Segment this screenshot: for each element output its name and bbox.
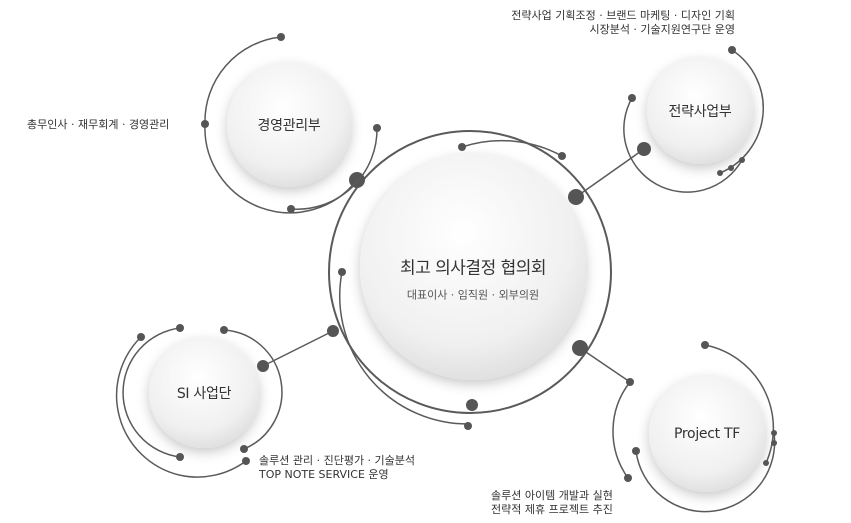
- strategy-desc-line-2: 시장분석 · 기술지원연구단 운영: [589, 23, 735, 36]
- dot-project-left: [632, 447, 640, 455]
- center-ball: [360, 154, 586, 380]
- dot-si-connector: [257, 360, 269, 372]
- si-desc-line-2: TOP NOTE SERVICE 운영: [259, 468, 389, 481]
- center-inner-arc-top: [461, 139, 563, 157]
- project-desc-line-2: 전략적 제휴 프로젝트 추진: [491, 503, 613, 516]
- project-label: Project TF: [674, 426, 740, 442]
- dot-project-bottom: [624, 474, 632, 482]
- dot-center-lower-right: [572, 340, 588, 356]
- dot-management-right: [373, 124, 381, 132]
- dot-si-right-top: [220, 326, 228, 334]
- si-desc: 솔루션 관리 · 진단평가 · 기술분석 TOP NOTE SERVICE 운영: [259, 454, 415, 482]
- strategy-desc: 전략사업 기획조정 · 브랜드 마케팅 · 디자인 기획 시장분석 · 기술지원…: [511, 9, 735, 37]
- management-node: [201, 33, 381, 214]
- dot-strategy-connector: [637, 142, 651, 156]
- dot-strategy-left: [628, 94, 636, 102]
- center-node-label: 최고 의사결정 협의회 대표이사 · 임직원 · 외부의원: [399, 254, 547, 303]
- project-inner-arc-left: [612, 381, 631, 479]
- center-outer-ring: [328, 130, 612, 414]
- connector-si: [262, 330, 334, 367]
- dot-center-bottom: [466, 399, 478, 411]
- dot-center-arc-bottom: [464, 422, 472, 430]
- project-ball: [649, 376, 765, 492]
- dot-strategy-top: [728, 46, 736, 54]
- dot-project-connector: [626, 378, 634, 386]
- project-desc-line-1: 솔루션 아이템 개발과 실현: [491, 489, 613, 502]
- dot-center-arc-top-end: [558, 152, 566, 160]
- strategy-desc-line-1: 전략사업 기획조정 · 브랜드 마케팅 · 디자인 기획: [511, 9, 735, 22]
- strategy-outer-arc: [719, 49, 765, 174]
- connector-lines: [262, 148, 645, 383]
- management-inner-arc: [290, 127, 378, 210]
- dot-project-top: [701, 341, 709, 349]
- strategy-label: 전략사업부: [668, 104, 732, 120]
- dot-strategy-bottom-3: [739, 157, 745, 163]
- dot-si-outer-bottom: [242, 457, 250, 465]
- dot-center-arc-top-start: [458, 143, 466, 151]
- strategy-inner-arc: [623, 97, 743, 193]
- strategy-ball: [647, 58, 753, 164]
- center-subtitle: 대표이사 · 임직원 · 외부의원: [406, 288, 540, 302]
- management-label: 경영관리부: [257, 118, 321, 134]
- dot-center-left: [327, 325, 339, 337]
- si-outer-arc: [115, 336, 180, 476]
- dot-management-left: [201, 120, 209, 128]
- project-desc: 솔루션 아이템 개발과 실현 전략적 제휴 프로젝트 추진: [491, 489, 613, 517]
- dot-strategy-bottom-1: [717, 170, 723, 176]
- project-inner-arc-bottom: [635, 432, 776, 513]
- center-title: 최고 의사결정 협의회: [399, 258, 547, 279]
- si-inner-arc-left: [122, 327, 181, 458]
- management-ball: [227, 63, 351, 187]
- management-outer-arc: [204, 36, 282, 125]
- si-inner-arc-right: [223, 329, 283, 450]
- project-node: [612, 341, 777, 513]
- dot-management-top: [277, 33, 285, 41]
- si-desc-line-1: 솔루션 관리 · 진단평가 · 기술분석: [259, 454, 416, 467]
- dot-si-inner-bottom: [176, 453, 184, 461]
- dot-center-upper-right: [568, 189, 584, 205]
- connector-strategy: [575, 148, 645, 198]
- si-node: [115, 324, 283, 478]
- center-node: [327, 130, 612, 430]
- dot-strategy-bottom-2: [728, 165, 734, 171]
- si-outer-arc-bottom: [178, 460, 247, 478]
- management-desc: 총무인사 · 재무회계 · 경영관리: [27, 118, 170, 131]
- dot-project-right-1: [771, 430, 777, 436]
- dot-si-right-bottom: [240, 445, 248, 453]
- center-inner-arc-left: [339, 271, 471, 425]
- dot-si-inner-top: [176, 324, 184, 332]
- strategy-node: [623, 46, 765, 193]
- dot-center-arc-left: [338, 268, 346, 276]
- dot-project-right-3: [763, 460, 769, 466]
- dot-project-right-2: [771, 440, 777, 446]
- dot-management-bottom: [287, 205, 295, 213]
- si-label: SI 사업단: [176, 386, 232, 402]
- si-ball: [149, 338, 259, 448]
- dot-si-outer-top: [137, 333, 145, 341]
- connector-project: [579, 347, 631, 383]
